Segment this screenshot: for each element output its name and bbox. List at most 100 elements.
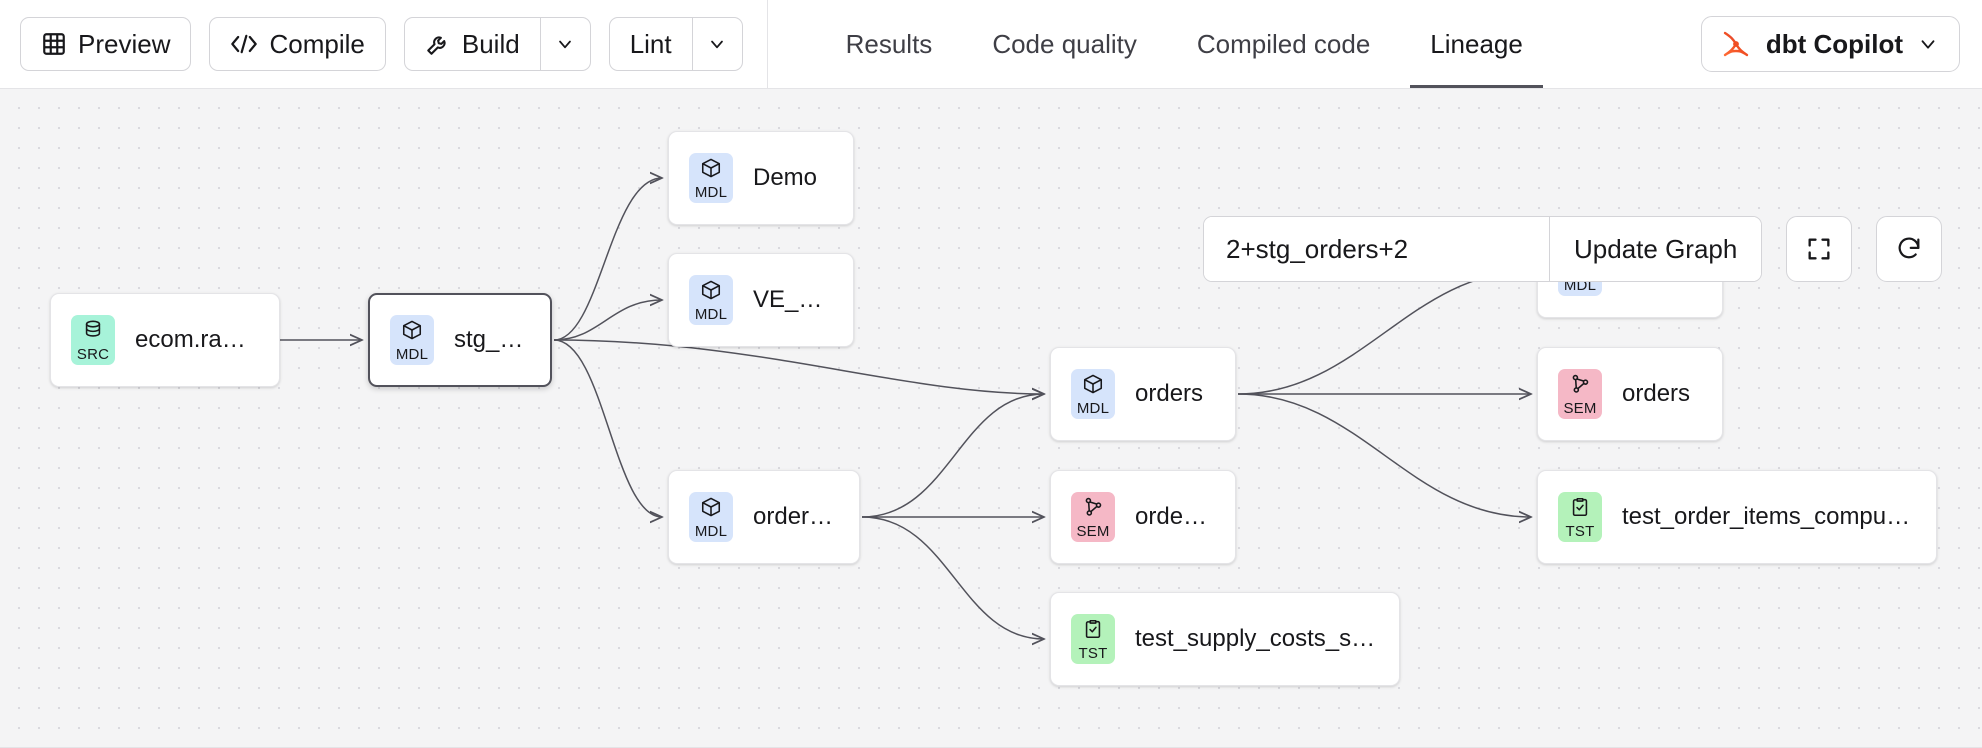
wrench-icon: [425, 31, 451, 57]
update-graph-button[interactable]: Update Graph: [1549, 217, 1762, 281]
compile-button-label: Compile: [269, 28, 365, 59]
edge-stg-to-vedemo: [553, 300, 662, 341]
dbt-copilot-label: dbt Copilot: [1765, 28, 1903, 59]
node-selector-input[interactable]: [1204, 217, 1549, 281]
fit-view-icon: [1805, 235, 1833, 263]
node-type-badge-label: MDL: [395, 345, 429, 363]
clipboard-check-icon: [1082, 618, 1104, 645]
lineage-node-orders-mdl[interactable]: MDL orders: [1050, 347, 1236, 441]
edge-orderitems-to-testsupply: [861, 516, 1044, 639]
chevron-down-icon: [555, 34, 575, 54]
database-icon: [82, 319, 104, 346]
lineage-node-order-items[interactable]: MDL order_items: [668, 470, 860, 564]
node-type-badge-mdl: MDL: [689, 275, 733, 325]
lineage-node-test-order-items[interactable]: TST test_order_items_compute_to_bools_c…: [1537, 470, 1937, 564]
node-type-badge-tst: TST: [1558, 492, 1602, 542]
chevron-down-icon: [707, 34, 727, 54]
tab-results[interactable]: Results: [816, 0, 963, 88]
node-type-badge-label: MDL: [1076, 399, 1110, 417]
node-type-badge-src: SRC: [71, 315, 115, 365]
edge-orderitems-to-orders: [861, 394, 1044, 518]
refresh-graph-button[interactable]: [1876, 216, 1943, 282]
cube-icon: [401, 319, 423, 346]
cube-icon: [1082, 373, 1104, 400]
node-type-badge-sem: SEM: [1071, 492, 1115, 542]
edge-stg-to-orders: [553, 339, 1044, 394]
refresh-icon: [1895, 235, 1923, 263]
lineage-node-label: order_item: [1135, 503, 1215, 530]
build-button-label: Build: [461, 28, 520, 59]
lineage-node-label: order_items: [753, 503, 839, 530]
node-type-badge-label: TST: [1078, 644, 1108, 662]
dbt-copilot-button[interactable]: dbt Copilot: [1700, 16, 1960, 72]
node-type-badge-label: TST: [1565, 522, 1595, 540]
edge-orders-to-testorderitems: [1237, 393, 1531, 517]
lint-button-group: Lint: [608, 17, 743, 71]
node-type-badge-label: MDL: [694, 183, 728, 201]
node-type-badge-mdl: MDL: [390, 315, 434, 365]
node-selector-group: Update Graph: [1203, 216, 1763, 282]
lineage-node-ve-demo[interactable]: MDL VE_Demo: [668, 253, 854, 347]
lineage-node-demo[interactable]: MDL Demo: [668, 131, 854, 225]
tab-code-quality[interactable]: Code quality: [962, 0, 1167, 88]
table-icon: [41, 31, 67, 57]
fit-view-button[interactable]: [1786, 216, 1853, 282]
node-type-badge-sem: SEM: [1558, 369, 1602, 419]
lineage-node-order-item-sem[interactable]: SEM order_item: [1050, 470, 1236, 564]
editor-action-toolbar: Preview Compile: [0, 0, 768, 88]
cube-icon: [700, 157, 722, 184]
preview-button-label: Preview: [78, 28, 171, 59]
build-button[interactable]: Build: [405, 18, 540, 70]
lineage-canvas[interactable]: Update Graph: [0, 89, 1982, 748]
tab-lineage[interactable]: Lineage: [1400, 0, 1553, 88]
dbt-logo-icon: [1720, 28, 1752, 60]
semantic-graph-icon: [1569, 373, 1591, 400]
lint-button-label: Lint: [629, 28, 672, 59]
compile-button[interactable]: Compile: [209, 17, 386, 71]
lineage-node-label: ecom.raw_orders: [135, 326, 259, 353]
lineage-node-label: orders: [1135, 380, 1204, 407]
header-right-actions: dbt Copilot: [1700, 16, 1982, 72]
semantic-graph-icon: [1082, 496, 1104, 523]
update-graph-label: Update Graph: [1574, 233, 1738, 264]
node-type-badge-label: SEM: [1076, 522, 1110, 540]
lineage-node-label: VE_Demo: [753, 286, 833, 313]
lineage-node-ecom-raw-orders[interactable]: SRC ecom.raw_orders: [50, 293, 280, 387]
preview-button[interactable]: Preview: [20, 17, 192, 71]
node-type-badge-mdl: MDL: [1071, 369, 1115, 419]
node-type-badge-label: SEM: [1563, 399, 1597, 417]
node-type-badge-tst: TST: [1071, 614, 1115, 664]
app-header: Preview Compile: [0, 0, 1982, 89]
lineage-node-label: test_order_items_compute_to_bools_c…: [1622, 503, 1916, 530]
cube-icon: [700, 279, 722, 306]
tab-results-label: Results: [845, 28, 933, 59]
node-type-badge-mdl: MDL: [689, 153, 733, 203]
node-type-badge-label: MDL: [694, 522, 728, 540]
tab-lineage-label: Lineage: [1430, 28, 1523, 59]
tab-compiled-code-label: Compiled code: [1196, 28, 1371, 59]
build-dropdown-toggle[interactable]: [539, 18, 590, 70]
lint-dropdown-toggle[interactable]: [691, 18, 742, 70]
edge-stg-to-orderitems: [553, 339, 662, 517]
graph-controls: Update Graph: [1203, 216, 1943, 282]
edge-stg-to-demo: [553, 178, 662, 341]
build-button-group: Build: [403, 17, 591, 71]
tab-compiled-code[interactable]: Compiled code: [1167, 0, 1400, 88]
panel-tabs: Results Code quality Compiled code Linea…: [768, 0, 1701, 88]
lineage-node-label: stg_orders: [454, 326, 530, 353]
clipboard-check-icon: [1569, 496, 1591, 523]
lint-button[interactable]: Lint: [610, 18, 692, 70]
lineage-node-stg-orders[interactable]: MDL stg_orders: [368, 293, 552, 387]
lineage-node-label: orders: [1622, 380, 1691, 407]
node-type-badge-label: SRC: [76, 345, 110, 363]
lineage-node-test-supply-costs[interactable]: TST test_supply_costs_sum_correctly: [1050, 592, 1400, 686]
lineage-node-label: test_supply_costs_sum_correctly: [1135, 625, 1379, 652]
chevron-down-icon: [1917, 33, 1939, 55]
edge-orders-to-customers: [1237, 271, 1531, 395]
node-type-badge-mdl: MDL: [689, 492, 733, 542]
lineage-node-orders-sem[interactable]: SEM orders: [1537, 347, 1723, 441]
tab-code-quality-label: Code quality: [992, 28, 1137, 59]
node-type-badge-label: MDL: [694, 305, 728, 323]
lineage-node-label: Demo: [753, 164, 818, 191]
